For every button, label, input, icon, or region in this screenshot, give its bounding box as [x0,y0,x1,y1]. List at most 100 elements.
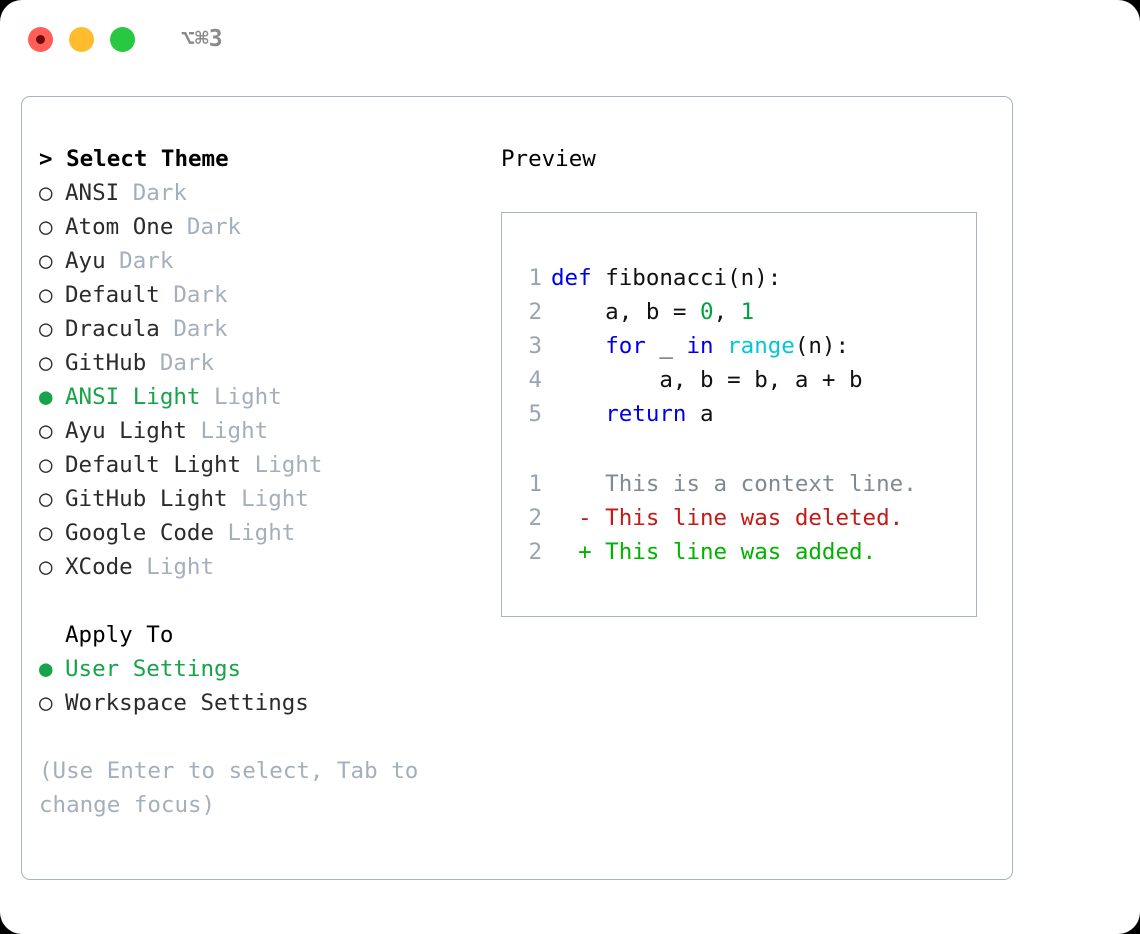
theme-name-label: Atom One [65,214,174,240]
theme-list-item[interactable]: ○ XCode Light [39,550,489,584]
theme-name-label: GitHub Light [65,486,228,512]
theme-list-item[interactable]: ○Dracula Dark [39,312,489,346]
close-button[interactable] [28,26,53,52]
theme-list-item[interactable]: ○ ANSI Dark [39,176,489,210]
theme-list-item[interactable]: ○ Ayu Dark [39,244,489,278]
theme-picker-column: > Select Theme ○ANSI Dark○Atom One Dark○… [39,142,489,822]
code-token: (n): [794,333,850,359]
diff-sample: 1 This is a context line.2 - This line w… [516,467,966,569]
diff-line: 2 + This line was added. [516,535,966,569]
diff-text: - This line was deleted. [551,505,904,531]
theme-list-item[interactable]: ○ Default Dark [39,278,489,312]
apply-to-label: User Settings [65,656,242,682]
theme-name-label: Default Light [65,452,242,478]
code-token: fibonacci(n): [605,265,782,291]
theme-list-item[interactable]: ○ GitHub Light Light [39,482,489,516]
radio-selected-icon[interactable]: ● [39,384,53,410]
theme-kind-label: Light [227,486,309,512]
line-number: 2 [528,299,542,325]
radio-unselected-icon[interactable]: ○ [39,418,53,444]
theme-list: ○ ANSI Dark ○ Atom One Dark ○ Ayu Dark ○ Defaul… [39,176,489,584]
apply-to-list: ● User Settings ○ Workspace Settings [39,652,489,720]
theme-list-item[interactable]: ○ Atom One Dark [39,210,489,244]
line-number: 1 [528,471,542,497]
keyboard-hint-text: (Use Enter to select, Tab to change focu… [39,758,419,818]
code-line: 3 for _ in range(n): [516,329,966,363]
line-number: 3 [528,333,542,359]
minimize-button[interactable] [69,26,94,52]
code-token: a [686,401,714,427]
code-token: range [727,333,795,359]
code-token: 0 [700,299,714,325]
theme-kind-label: Dark [105,248,174,274]
theme-kind-label: Light [214,520,296,546]
code-token: return [605,401,687,427]
line-number: 2 [528,539,542,565]
theme-name-label: ANSI Light [65,384,201,410]
radio-unselected-icon[interactable]: ○ [39,214,53,240]
theme-name-label: Ayu [65,248,106,274]
theme-name-label: ANSI [65,180,120,206]
theme-name-label: XCode [65,554,133,580]
radio-unselected-icon[interactable]: ○ [39,486,53,512]
radio-unselected-icon[interactable]: ○ [39,452,53,478]
code-line: 2 a, b = 0, 1 [516,295,966,329]
radio-unselected-icon[interactable]: ○ [39,350,53,376]
radio-unselected-icon[interactable]: ○ [39,282,53,308]
code-token: def [551,265,606,291]
radio-unselected-icon[interactable]: ○ [39,690,53,716]
code-token: a, b = [551,299,701,325]
window-titlebar: ⌥⌘3 [0,0,1140,78]
maximize-button[interactable] [110,26,135,52]
theme-kind-label: Light [241,452,323,478]
theme-list-item[interactable]: ○ GitHub Dark [39,346,489,380]
code-line: 1 def fibonacci(n): [516,261,966,295]
apply-to-label: Workspace Settings [65,690,309,716]
theme-kind-label: Dark [159,282,228,308]
preview-title: Preview [501,146,596,172]
radio-unselected-icon[interactable]: ○ [39,316,53,342]
code-token: , [713,299,741,325]
code-token [551,401,605,427]
radio-unselected-icon[interactable]: ○ [39,248,53,274]
theme-list-item[interactable]: ●ANSI Light Light [39,380,489,414]
theme-kind-label: Light [186,418,269,444]
radio-selected-icon[interactable]: ● [39,656,53,682]
line-number: 2 [528,505,542,531]
apply-to-item[interactable]: ○ Workspace Settings [39,686,489,720]
radio-unselected-icon[interactable]: ○ [39,554,53,580]
line-number: 4 [528,367,542,393]
line-number: 1 [528,265,542,291]
apply-to-item[interactable]: ● User Settings [39,652,489,686]
code-token: 1 [740,299,755,325]
theme-kind-label: Dark [146,350,215,376]
code-token: for [605,333,646,359]
diff-text: + This line was added. [551,539,877,565]
theme-kind-label: Dark [173,214,242,240]
code-token: _ [645,333,687,359]
diff-line: 2 - This line was deleted. [516,501,966,535]
radio-unselected-icon[interactable]: ○ [39,180,53,206]
theme-kind-label: Dark [119,180,187,206]
theme-name-label: Google Code [65,520,215,546]
theme-list-item[interactable]: ○ Google Code Light [39,516,489,550]
line-number: 5 [528,401,542,427]
theme-list-item[interactable]: ○Ayu Light Light [39,414,489,448]
theme-name-label: GitHub [65,350,147,376]
code-token: in [686,333,714,359]
list-spacer [39,584,489,618]
apply-to-header: Apply To [65,622,174,648]
radio-unselected-icon[interactable]: ○ [39,520,53,546]
theme-list-item[interactable]: ○ Default Light Light [39,448,489,482]
theme-kind-label: Light [132,554,215,580]
code-line: 5 return a [516,397,966,431]
code-token: a, b = b, a + b [551,367,863,393]
theme-kind-label: Dark [159,316,228,342]
select-theme-header: > Select Theme [39,146,229,172]
keyboard-shortcut-label: ⌥⌘3 [181,25,223,52]
code-line: 4 a, b = b, a + b [516,363,966,397]
theme-name-label: Default [65,282,160,308]
